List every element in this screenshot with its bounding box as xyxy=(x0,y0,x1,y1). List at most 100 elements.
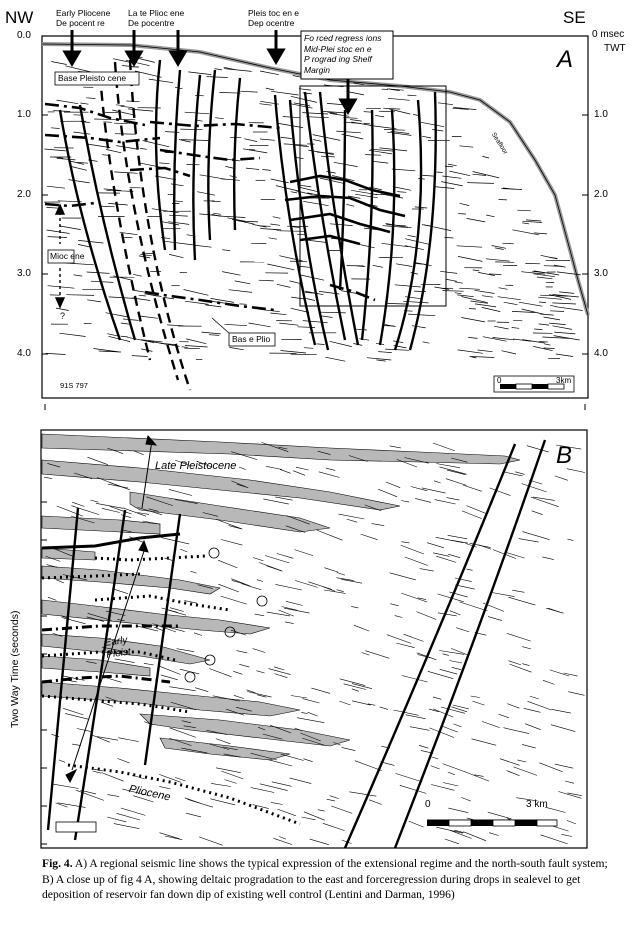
reflector-stroke xyxy=(45,353,66,355)
reflector-stroke xyxy=(317,450,331,455)
reflector-stroke xyxy=(466,218,486,223)
reflector-stroke xyxy=(454,829,464,833)
reflector-stroke xyxy=(506,633,531,642)
reflector-stroke xyxy=(540,254,558,260)
reflector-stroke xyxy=(464,771,490,782)
reflector-stroke xyxy=(215,738,231,745)
reflector-stroke xyxy=(297,233,306,236)
reflector-stroke xyxy=(95,503,124,509)
reflector-stroke xyxy=(439,669,458,675)
reflector-stroke xyxy=(252,223,267,228)
reflector-stroke xyxy=(443,782,459,787)
figure-label: Fig. 4. xyxy=(42,857,73,870)
reflector-stroke xyxy=(331,805,353,814)
reflector-stroke xyxy=(179,668,200,675)
reflector-stroke xyxy=(491,592,515,597)
reflector-stroke xyxy=(351,683,373,689)
reflector-stroke xyxy=(260,228,282,231)
reflector-stroke xyxy=(71,505,99,515)
reflector-stroke xyxy=(140,315,158,319)
reflector-stroke xyxy=(506,552,525,559)
reflector-stroke xyxy=(508,660,522,666)
reflector-stroke xyxy=(396,459,418,468)
reflector-stroke xyxy=(276,553,294,559)
reflector-stroke xyxy=(533,273,555,278)
reflector-stroke xyxy=(254,613,265,617)
reflector-stroke xyxy=(376,359,386,362)
reflector-stroke xyxy=(404,457,429,464)
reflector-stroke xyxy=(313,139,322,142)
reflector-stroke xyxy=(394,615,403,618)
reflector-stroke xyxy=(339,700,351,706)
reflector-stroke xyxy=(211,214,220,217)
reflector-stroke xyxy=(534,328,543,330)
reflector-stroke xyxy=(112,109,136,116)
reflector-stroke xyxy=(499,758,520,766)
reflector-stroke xyxy=(553,264,566,268)
reflector-stroke xyxy=(513,766,538,776)
reflector-stroke xyxy=(55,802,68,808)
reflector-stroke xyxy=(465,543,477,548)
reflector-stroke xyxy=(106,677,122,683)
reflector-stroke xyxy=(453,107,477,110)
reflector-stroke xyxy=(302,320,328,324)
reflector-stroke xyxy=(369,799,382,805)
reflector-stroke xyxy=(522,531,550,540)
reflector-stroke xyxy=(421,487,446,494)
left-tick-3: 3.0 xyxy=(17,268,31,279)
reflector-stroke xyxy=(223,746,238,751)
reflector-stroke xyxy=(432,552,450,557)
reflector-stroke xyxy=(472,171,500,179)
reflector-stroke xyxy=(474,289,495,294)
reflector-stroke xyxy=(101,772,124,782)
reflector-stroke xyxy=(389,572,416,581)
reflector-stroke xyxy=(142,520,161,525)
reflector-stroke xyxy=(87,299,102,303)
panel-a-letter: A xyxy=(557,46,574,73)
reflector-stroke xyxy=(419,568,434,572)
reflector-stroke xyxy=(431,784,455,791)
reflector-stroke xyxy=(93,118,118,121)
reflector-stroke xyxy=(263,498,289,505)
reflector-stroke xyxy=(300,732,321,742)
reflector-stroke xyxy=(542,680,555,685)
reflector-stroke xyxy=(533,346,553,352)
reflector-stroke xyxy=(445,478,467,486)
reflector-stroke xyxy=(503,301,518,306)
reflector-stroke xyxy=(467,182,494,184)
reflector-stroke xyxy=(159,774,181,783)
reflector-stroke xyxy=(415,498,432,503)
reflector-stroke xyxy=(159,832,180,840)
left-tick-1: 1.0 xyxy=(17,109,31,120)
reflector-stroke xyxy=(236,483,249,488)
reflector-stroke xyxy=(279,469,291,474)
reflector-stroke xyxy=(224,68,252,72)
reflector-stroke xyxy=(450,648,469,656)
reflector-stroke xyxy=(470,695,480,698)
reflector-stroke xyxy=(140,339,163,343)
reflector-stroke xyxy=(457,294,474,298)
reflector-stroke xyxy=(472,269,480,272)
reflector-stroke xyxy=(428,708,440,713)
reflector-stroke xyxy=(566,820,577,825)
reflector-stroke xyxy=(86,616,104,622)
reflector-stroke xyxy=(561,834,572,837)
reflector-stroke xyxy=(386,224,406,227)
question-mark: ? xyxy=(60,311,66,321)
reflector-stroke xyxy=(503,727,530,734)
reflector-stroke xyxy=(316,529,343,541)
reflector-stroke xyxy=(107,816,127,823)
reflector-stroke xyxy=(256,694,267,698)
scale-start-label: 0 xyxy=(497,376,502,385)
reflector-stroke xyxy=(231,578,251,587)
reflector-stroke xyxy=(461,317,485,323)
reflector-stroke xyxy=(183,289,209,296)
y-axis-label: Two Way Time (seconds) xyxy=(9,610,21,728)
reflector-stroke xyxy=(567,792,582,796)
reflector-stroke xyxy=(284,621,294,624)
reflector-stroke xyxy=(539,301,546,303)
reflector-stroke xyxy=(131,355,148,357)
reflector-stroke xyxy=(262,733,283,740)
